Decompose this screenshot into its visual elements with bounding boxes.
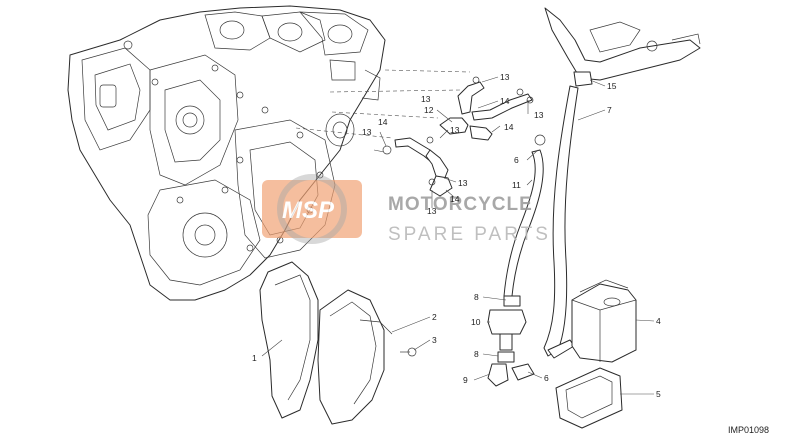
callout-8a: 8 [474,292,479,302]
lower-pipes [487,295,575,387]
hose-assembly [382,76,546,197]
heat-shield-1 [259,261,319,419]
canister [571,279,637,363]
callout-15: 15 [607,81,617,91]
canister-bracket [555,367,623,429]
callout-10: 10 [471,317,481,327]
callout-5: 5 [656,389,661,399]
callout-13e: 13 [534,110,544,120]
callouts: 1 2 3 4 5 6 6 7 8 8 9 10 11 12 13 13 13 … [252,72,661,399]
callout-13b: 13 [421,94,431,104]
callout-13a: 13 [500,72,510,82]
callout-3: 3 [432,335,437,345]
callout-6a: 6 [514,155,519,165]
callout-9: 9 [463,375,468,385]
callout-1: 1 [252,353,257,363]
callout-14d: 14 [450,194,460,204]
watermark-logo-text: MSP [282,197,335,224]
heat-shield-2 [317,289,393,425]
callout-7: 7 [607,105,612,115]
callout-4: 4 [656,316,661,326]
watermark-title: MOTORCYCLE [388,194,533,215]
watermark-subtitle: SPARE PARTS [388,224,551,245]
callout-12: 12 [424,105,434,115]
callout-13d: 13 [362,127,372,137]
leader-lines [261,76,655,395]
callout-11: 11 [512,180,521,190]
callout-6b: 6 [544,373,549,383]
watermark: MSP MOTORCYCLE SPARE PARTS [262,174,551,245]
reference-code: IMP01098 [728,425,769,435]
engine-block [67,5,386,301]
callout-2: 2 [432,312,437,322]
long-hose [543,85,579,357]
frame-bracket [544,7,701,81]
watermark-logo-ring [277,174,347,244]
watermark-logo [262,180,362,238]
callout-13f: 13 [458,178,468,188]
hose-11 [503,149,544,297]
callout-8b: 8 [474,349,479,359]
callout-13g: 13 [427,206,437,216]
callout-13c: 13 [450,125,460,135]
hose-connector-15 [573,71,593,87]
callout-14b: 14 [378,117,388,127]
callout-14a: 14 [500,96,510,106]
callout-14c: 14 [504,122,514,132]
